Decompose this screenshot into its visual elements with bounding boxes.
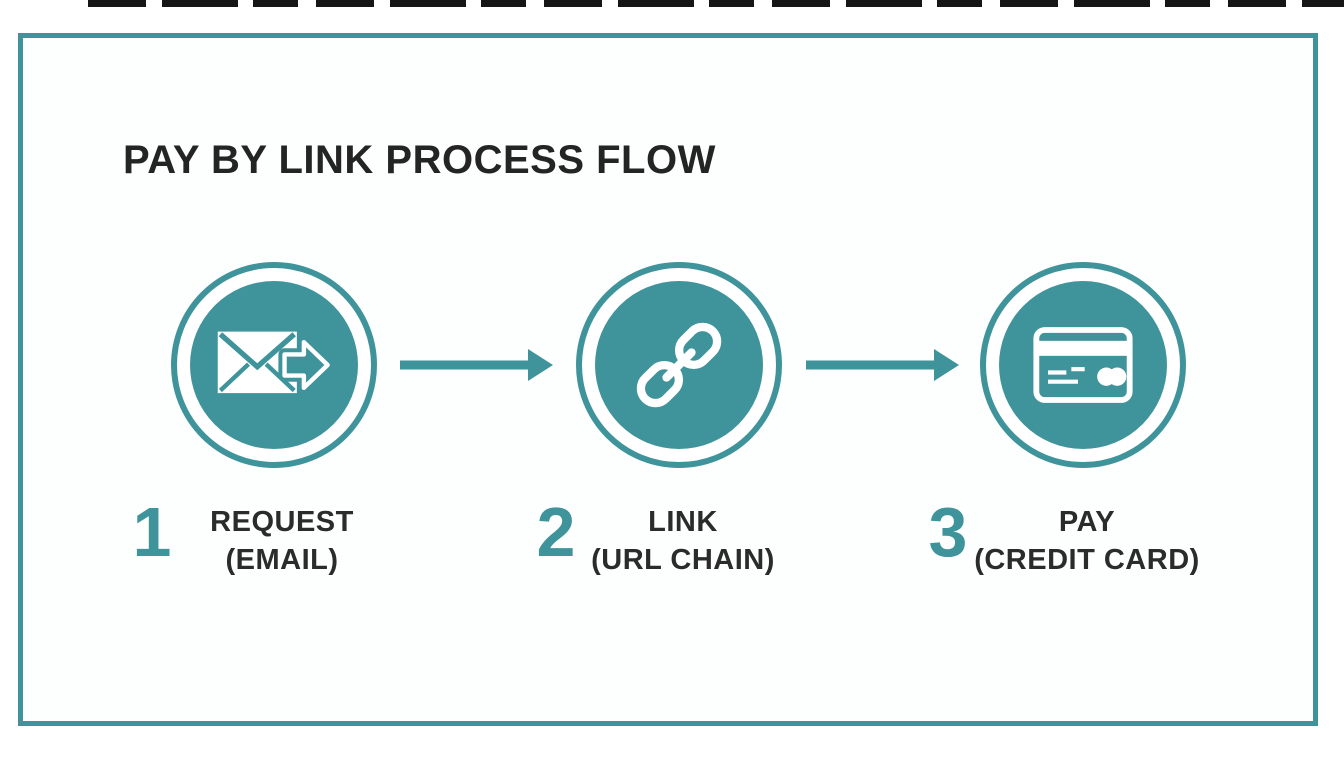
link-chain-icon — [636, 322, 722, 408]
step-label-link-name: LINK — [648, 506, 718, 538]
step-node-request-disc — [190, 281, 358, 449]
step-number-1: 1 — [132, 493, 172, 571]
arrow-connector-1 — [400, 349, 553, 381]
step-node-request — [171, 262, 377, 468]
step-node-pay-disc — [999, 281, 1167, 449]
credit-card-icon — [1033, 327, 1133, 403]
step-label-request: REQUEST (EMAIL) — [112, 503, 452, 579]
step-node-pay — [980, 262, 1186, 468]
page-title: PAY BY LINK PROCESS FLOW — [123, 138, 716, 182]
step-label-pay: PAY (CREDIT CARD) — [917, 503, 1257, 579]
step-label-link: LINK (URL CHAIN) — [513, 503, 853, 579]
step-label-link-qualifier: (URL CHAIN) — [591, 544, 775, 576]
step-node-link — [576, 262, 782, 468]
step-label-request-qualifier: (EMAIL) — [225, 544, 339, 576]
step-number-3: 3 — [928, 493, 968, 571]
step-label-pay-name: PAY — [1058, 506, 1116, 538]
step-label-pay-qualifier: (CREDIT CARD) — [974, 544, 1200, 576]
step-node-link-disc — [595, 281, 763, 449]
step-label-request-name: REQUEST — [210, 506, 354, 538]
step-number-2: 2 — [536, 493, 576, 571]
email-send-icon — [217, 331, 332, 394]
cropped-top-row — [88, 0, 1344, 7]
arrow-connector-2 — [806, 349, 959, 381]
